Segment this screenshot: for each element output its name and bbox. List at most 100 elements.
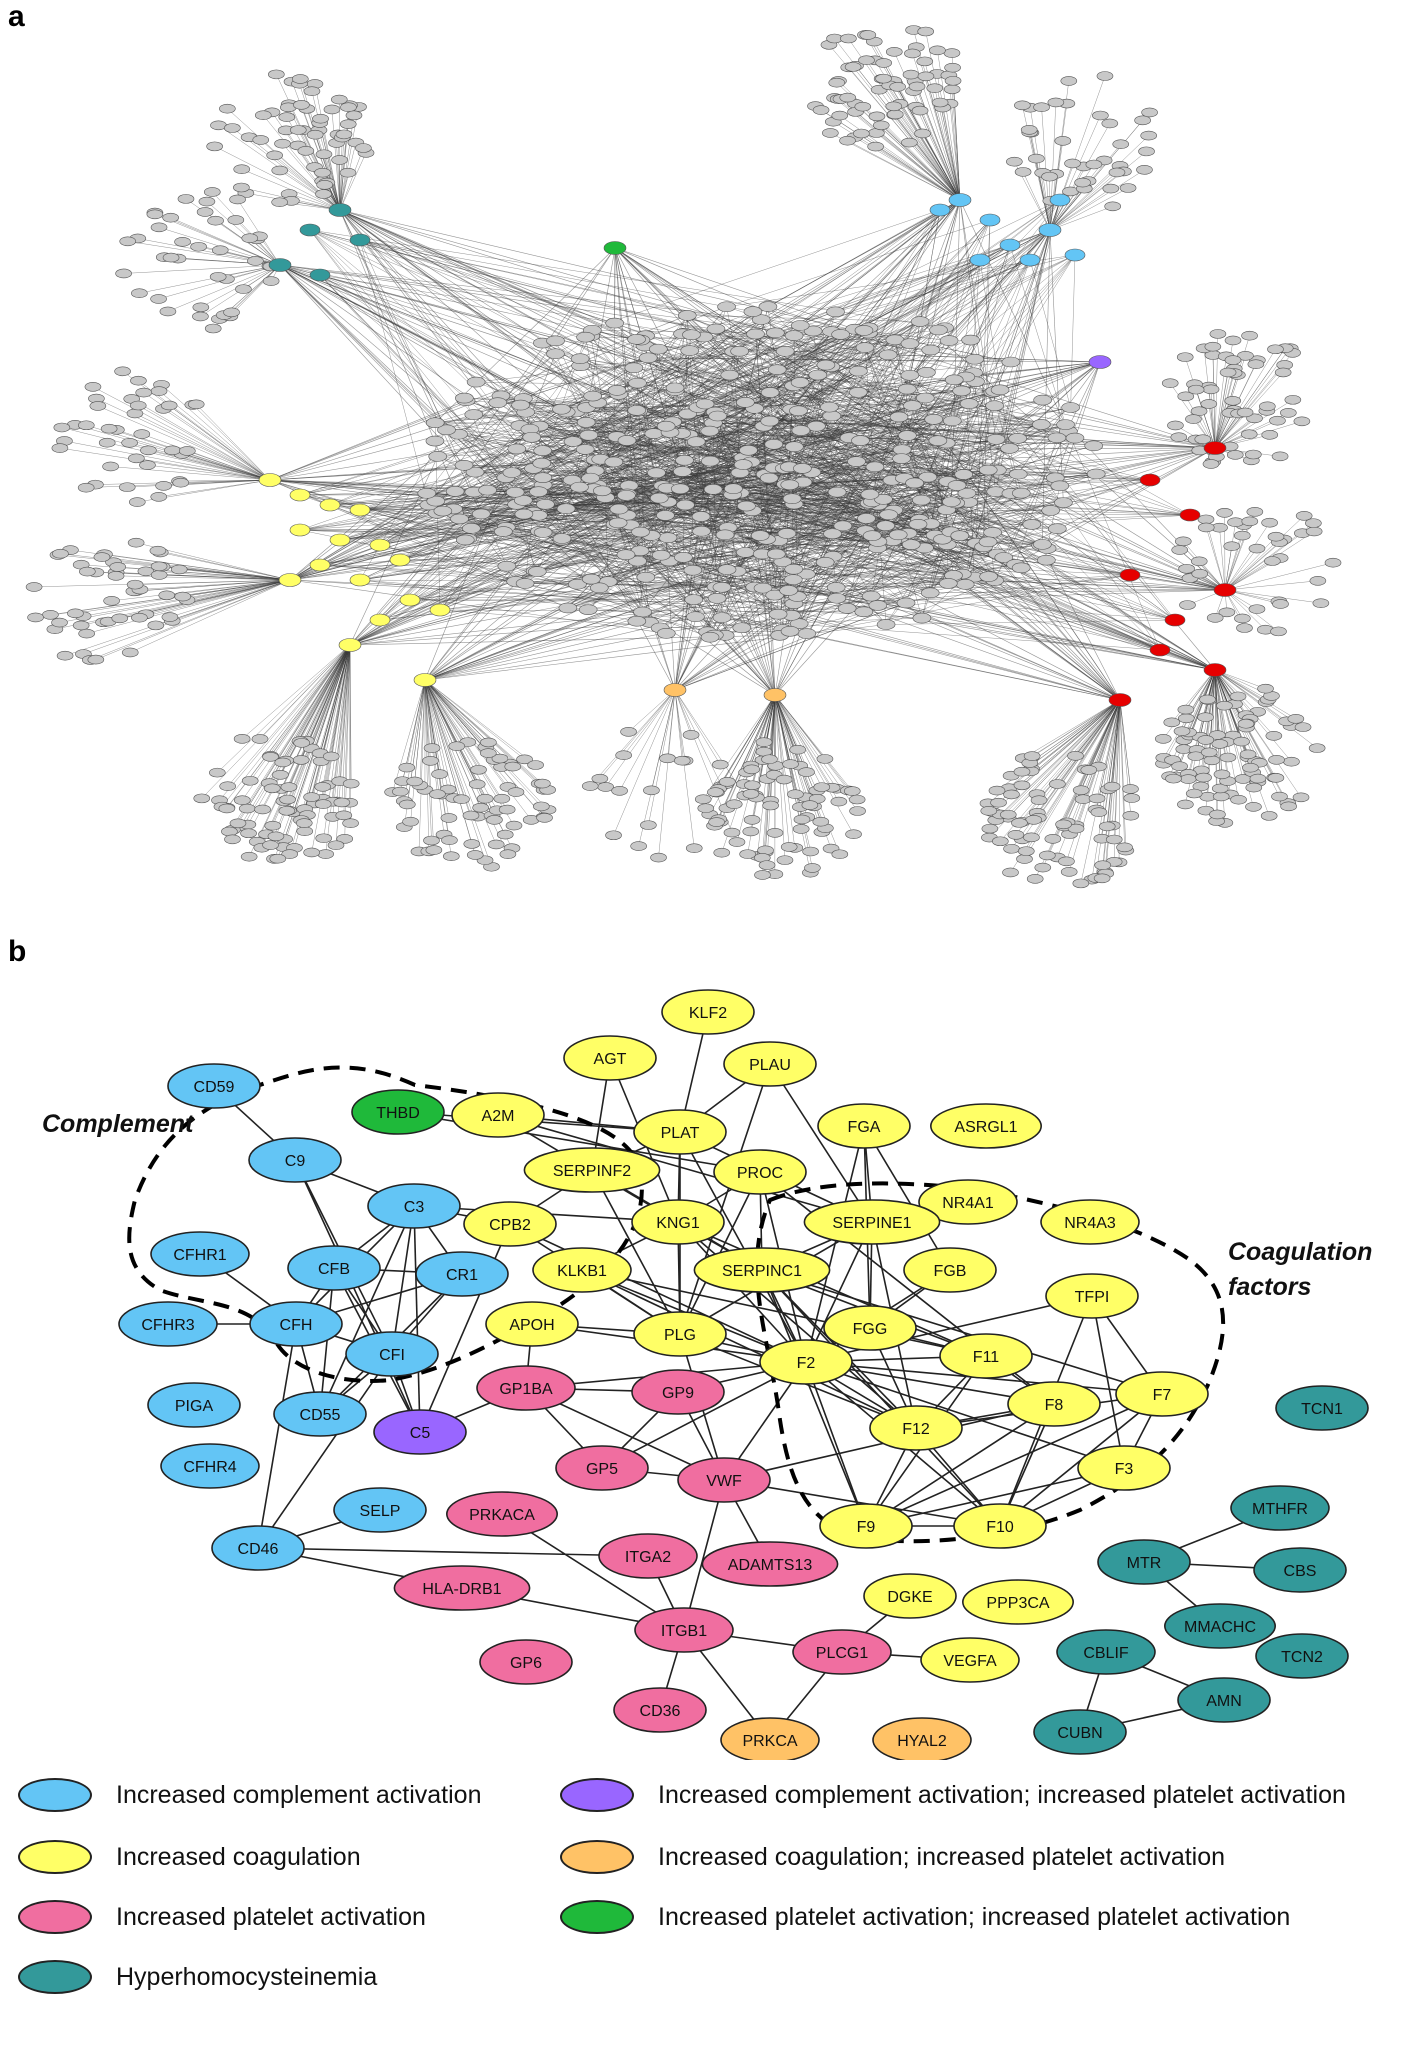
node-vwf[interactable]: VWF bbox=[677, 1457, 771, 1503]
node-shape bbox=[211, 1525, 305, 1571]
node-shape bbox=[598, 1533, 698, 1579]
node-agt[interactable]: AGT bbox=[563, 1035, 657, 1081]
node-proc[interactable]: PROC bbox=[713, 1149, 807, 1195]
node-plcg1[interactable]: PLCG1 bbox=[792, 1629, 892, 1675]
node-gp6[interactable]: GP6 bbox=[479, 1639, 573, 1685]
node-f2[interactable]: F2 bbox=[759, 1339, 853, 1385]
node-cfhr1[interactable]: CFHR1 bbox=[150, 1231, 250, 1277]
node-tcn1[interactable]: TCN1 bbox=[1275, 1385, 1369, 1431]
node-cfi[interactable]: CFI bbox=[345, 1331, 439, 1377]
node-itgb1[interactable]: ITGB1 bbox=[634, 1607, 734, 1653]
node-kng1[interactable]: KNG1 bbox=[631, 1199, 725, 1245]
node-nr4a1[interactable]: NR4A1 bbox=[918, 1179, 1018, 1225]
node-cd55[interactable]: CD55 bbox=[273, 1391, 367, 1437]
overview-node bbox=[744, 780, 761, 791]
overview-node bbox=[93, 552, 111, 562]
node-selp[interactable]: SELP bbox=[333, 1487, 427, 1533]
node-f12[interactable]: F12 bbox=[869, 1405, 963, 1451]
node-shape bbox=[415, 1251, 509, 1297]
node-prkca[interactable]: PRKCA bbox=[720, 1717, 820, 1760]
node-mthfr[interactable]: MTHFR bbox=[1230, 1485, 1330, 1531]
overview-edge bbox=[791, 333, 869, 616]
overview-node bbox=[581, 472, 600, 484]
node-piga[interactable]: PIGA bbox=[147, 1382, 241, 1428]
node-thbd[interactable]: THBD bbox=[351, 1089, 445, 1135]
node-vegfa[interactable]: VEGFA bbox=[920, 1637, 1020, 1683]
node-plat[interactable]: PLAT bbox=[633, 1109, 727, 1155]
node-cbs[interactable]: CBS bbox=[1253, 1547, 1347, 1593]
overview-edge bbox=[1085, 699, 1121, 770]
overview-node bbox=[789, 405, 808, 417]
node-cd36[interactable]: CD36 bbox=[613, 1687, 707, 1733]
node-serpine1[interactable]: SERPINE1 bbox=[803, 1199, 941, 1245]
node-serpinf2[interactable]: SERPINF2 bbox=[523, 1147, 661, 1193]
node-plau[interactable]: PLAU bbox=[723, 1041, 817, 1087]
node-tfpi[interactable]: TFPI bbox=[1045, 1273, 1139, 1319]
node-cfhr4[interactable]: CFHR4 bbox=[160, 1443, 260, 1489]
overview-node bbox=[268, 69, 285, 80]
node-cd59[interactable]: CD59 bbox=[167, 1063, 261, 1109]
node-hyal2[interactable]: HYAL2 bbox=[872, 1717, 972, 1760]
node-mmachc[interactable]: MMACHC bbox=[1164, 1603, 1277, 1649]
overview-edge bbox=[259, 644, 351, 740]
node-tcn2[interactable]: TCN2 bbox=[1255, 1633, 1349, 1679]
node-f11[interactable]: F11 bbox=[939, 1333, 1033, 1379]
node-serpinc1[interactable]: SERPINC1 bbox=[693, 1247, 831, 1293]
node-asrgl1[interactable]: ASRGL1 bbox=[929, 1103, 1042, 1149]
node-f9[interactable]: F9 bbox=[819, 1503, 913, 1549]
node-klkb1[interactable]: KLKB1 bbox=[532, 1247, 632, 1293]
node-gp9[interactable]: GP9 bbox=[631, 1369, 725, 1415]
node-mtr[interactable]: MTR bbox=[1097, 1539, 1191, 1585]
node-itga2[interactable]: ITGA2 bbox=[598, 1533, 698, 1579]
node-cpb2[interactable]: CPB2 bbox=[463, 1201, 557, 1247]
node-cfb[interactable]: CFB bbox=[287, 1245, 381, 1291]
node-dgke[interactable]: DGKE bbox=[863, 1573, 957, 1619]
node-gp1ba[interactable]: GP1BA bbox=[476, 1365, 576, 1411]
node-adamts13[interactable]: ADAMTS13 bbox=[701, 1541, 839, 1587]
overview-node bbox=[1141, 107, 1158, 118]
node-plg[interactable]: PLG bbox=[633, 1311, 727, 1357]
overview-edge bbox=[83, 579, 291, 655]
node-f3[interactable]: F3 bbox=[1077, 1445, 1171, 1491]
node-c3[interactable]: C3 bbox=[367, 1183, 461, 1229]
node-label: A2M bbox=[482, 1108, 515, 1125]
node-shape bbox=[939, 1333, 1033, 1379]
node-fgg[interactable]: FGG bbox=[823, 1305, 917, 1351]
overview-node bbox=[299, 223, 321, 237]
overview-node bbox=[150, 491, 168, 502]
node-c5[interactable]: C5 bbox=[373, 1409, 467, 1455]
node-fga[interactable]: FGA bbox=[817, 1103, 911, 1149]
overview-node bbox=[128, 497, 146, 507]
node-hla-drb1[interactable]: HLA-DRB1 bbox=[393, 1565, 531, 1611]
node-cubn[interactable]: CUBN bbox=[1033, 1709, 1127, 1755]
node-c9[interactable]: C9 bbox=[248, 1137, 342, 1183]
node-amn[interactable]: AMN bbox=[1177, 1677, 1271, 1723]
node-cr1[interactable]: CR1 bbox=[415, 1251, 509, 1297]
overview-node bbox=[1202, 384, 1220, 395]
edge-SERPINC1-F7 bbox=[761, 1269, 1163, 1395]
node-f10[interactable]: F10 bbox=[953, 1503, 1047, 1549]
overview-node bbox=[1096, 71, 1114, 81]
node-nr4a3[interactable]: NR4A3 bbox=[1040, 1199, 1140, 1245]
overview-node bbox=[746, 328, 765, 340]
node-label: GP1BA bbox=[499, 1381, 553, 1398]
node-prkaca[interactable]: PRKACA bbox=[445, 1491, 558, 1537]
overview-edge bbox=[715, 328, 833, 534]
node-f7[interactable]: F7 bbox=[1115, 1371, 1209, 1417]
node-cd46[interactable]: CD46 bbox=[211, 1525, 305, 1571]
overview-node bbox=[1280, 408, 1297, 418]
node-gp5[interactable]: GP5 bbox=[555, 1445, 649, 1491]
node-cblif[interactable]: CBLIF bbox=[1056, 1629, 1156, 1675]
node-f8[interactable]: F8 bbox=[1007, 1381, 1101, 1427]
overview-edge bbox=[270, 644, 351, 757]
node-ppp3ca[interactable]: PPP3CA bbox=[961, 1579, 1074, 1625]
node-cfh[interactable]: CFH bbox=[249, 1301, 343, 1347]
node-a2m[interactable]: A2M bbox=[451, 1092, 545, 1138]
node-klf2[interactable]: KLF2 bbox=[661, 989, 755, 1035]
node-cfhr3[interactable]: CFHR3 bbox=[118, 1301, 218, 1347]
overview-edge bbox=[774, 694, 838, 789]
overview-node bbox=[843, 786, 861, 796]
node-apoh[interactable]: APOH bbox=[485, 1301, 579, 1347]
overview-node bbox=[1187, 751, 1205, 762]
node-fgb[interactable]: FGB bbox=[903, 1247, 997, 1293]
